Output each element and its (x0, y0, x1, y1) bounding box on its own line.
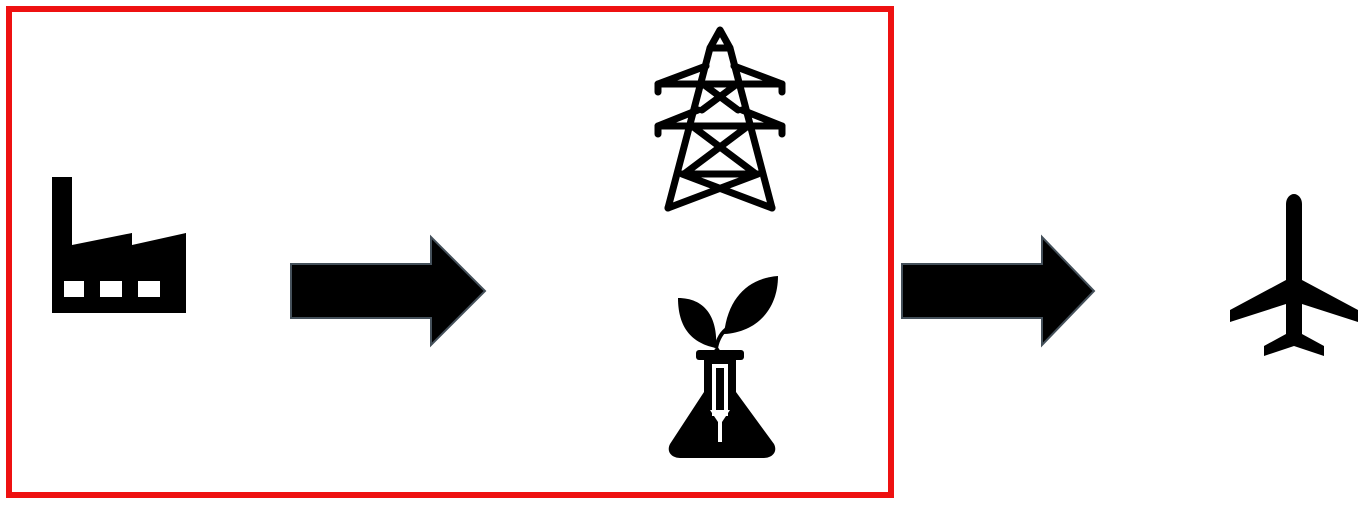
plant-flask-icon (668, 276, 778, 458)
power-pylon-icon (654, 26, 786, 212)
arrow-right-2 (901, 234, 1096, 348)
factory-icon (52, 177, 186, 313)
group-frame (6, 6, 894, 498)
airplane-icon (1230, 194, 1358, 356)
arrow-right-1 (290, 234, 487, 348)
